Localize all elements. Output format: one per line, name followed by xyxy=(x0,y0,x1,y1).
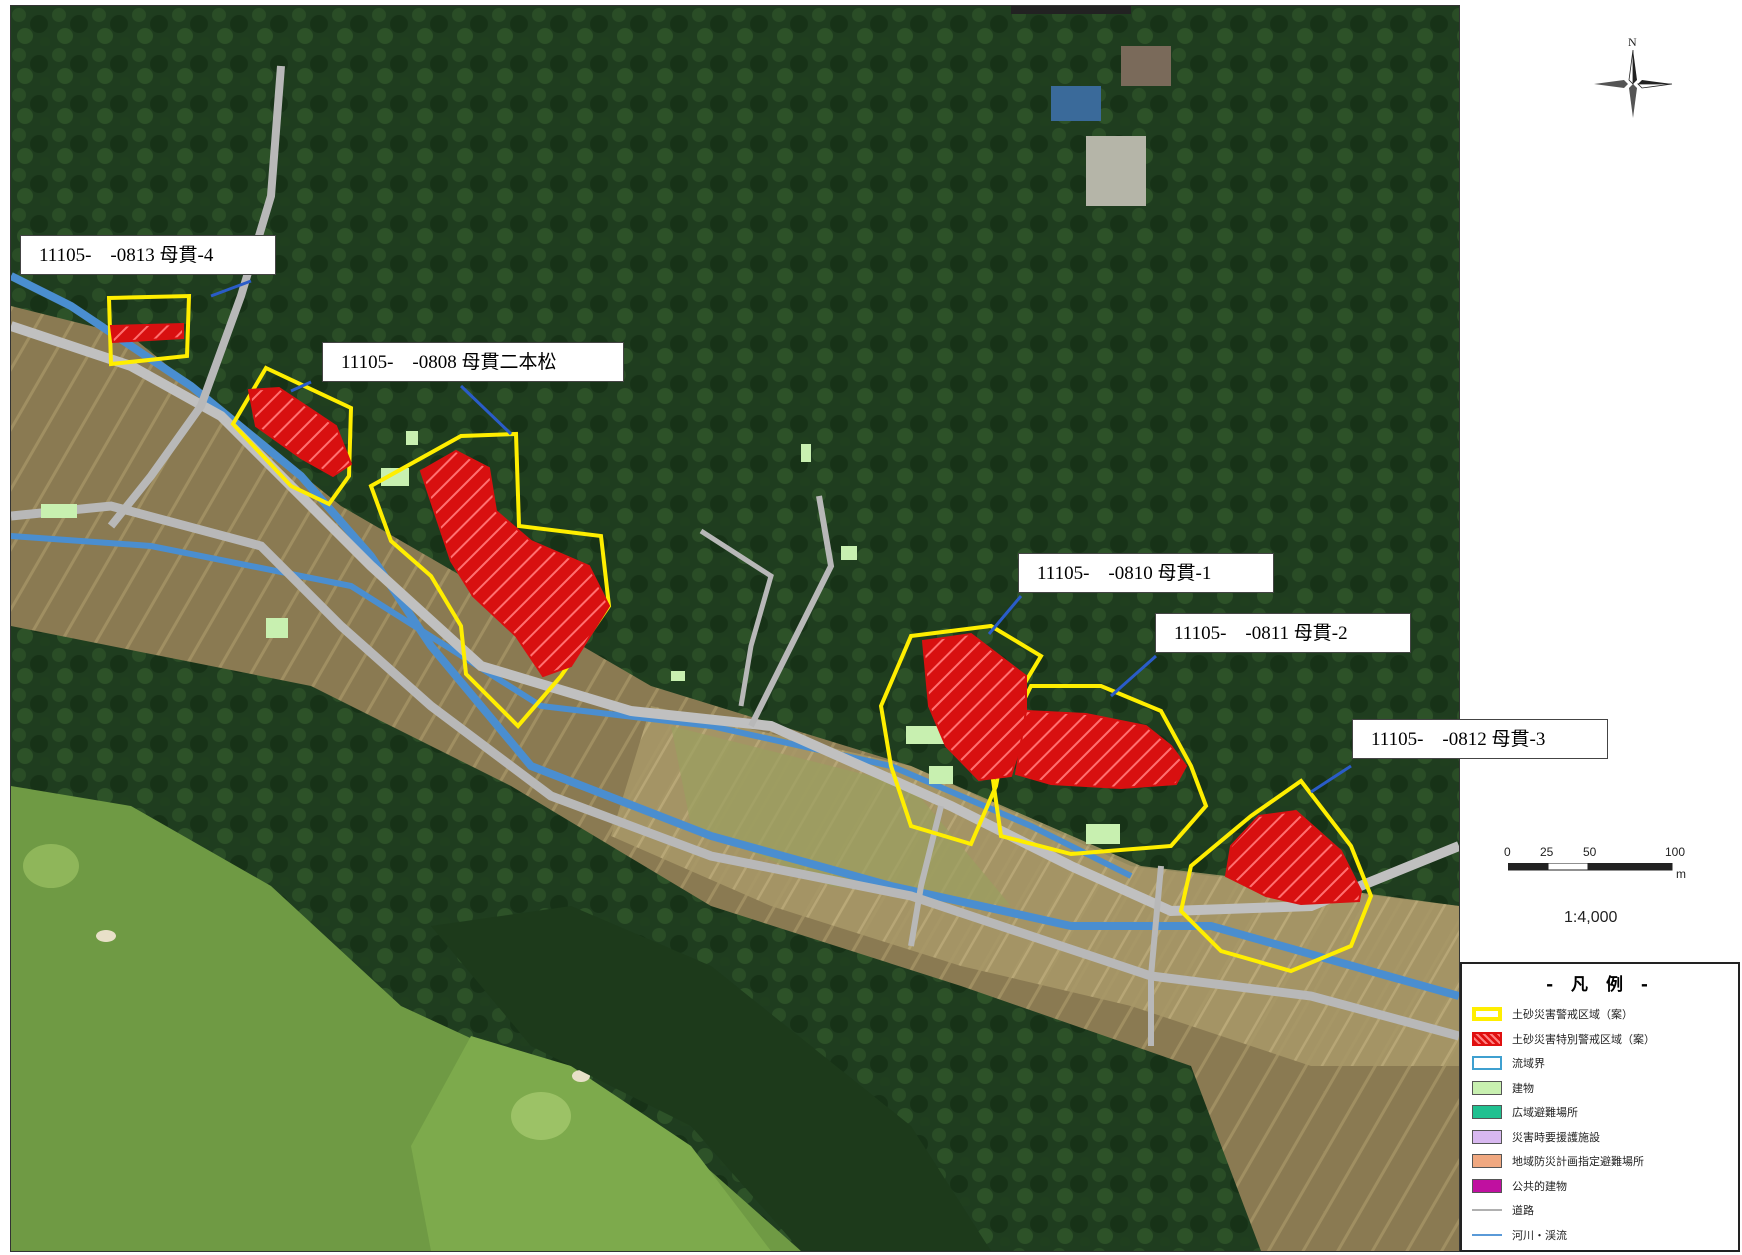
scale-tick: 100 xyxy=(1665,845,1686,859)
forest-ridge xyxy=(431,906,991,1251)
north-label: N xyxy=(1628,36,1637,49)
stream xyxy=(11,533,1133,879)
road xyxy=(748,495,835,728)
leader-line xyxy=(987,595,1023,635)
legend-item: 広域避難場所 xyxy=(1472,1102,1578,1122)
area-label-0813: 11105- -0813 母貫-4 xyxy=(20,235,276,275)
road xyxy=(1148,865,1164,1046)
building xyxy=(929,766,953,784)
scale-tick: 50 xyxy=(1583,845,1597,859)
river xyxy=(11,272,1459,1000)
legend-item: 河川・渓流 xyxy=(1472,1225,1567,1245)
legend-swatch xyxy=(1472,1233,1502,1236)
legend-swatch xyxy=(1472,1178,1502,1193)
putting-green xyxy=(511,1092,571,1140)
legend-item: 公共的建物 xyxy=(1472,1176,1567,1196)
putting-green xyxy=(23,844,79,888)
legend: - 凡 例 - 土砂災害警戒区域（案） 土砂災害特別警戒区域（案） 流域界建物広域避… xyxy=(1460,962,1740,1252)
warning-zone-0812[interactable] xyxy=(1178,778,1374,974)
legend-swatch xyxy=(1472,1031,1502,1046)
warning-zone-0808-west[interactable] xyxy=(230,365,354,507)
area-label-0810: 11105- -0810 母貫-1 xyxy=(1018,553,1274,593)
building xyxy=(801,444,811,462)
area-label-0811: 11105- -0811 母貫-2 xyxy=(1155,613,1411,653)
legend-item: 土砂災害警戒区域（案） xyxy=(1472,1004,1633,1024)
main-road xyxy=(11,321,1459,917)
building xyxy=(381,468,409,486)
legend-swatch xyxy=(1472,1056,1502,1070)
building xyxy=(1051,86,1101,121)
scale-bar: 0 25 50 100 m 1:4,000 xyxy=(1500,845,1700,935)
legend-item: 流域界 xyxy=(1472,1053,1545,1073)
leader-line xyxy=(459,384,513,436)
map-canvas xyxy=(11,6,1459,1251)
legend-label: 建物 xyxy=(1512,1081,1534,1095)
special-zone-0810[interactable] xyxy=(921,632,1027,782)
legend-item: 災害時要援護施設 xyxy=(1472,1127,1600,1147)
warning-zone-0810[interactable] xyxy=(878,623,1044,847)
building xyxy=(1121,46,1171,86)
legend-swatch xyxy=(1472,1129,1502,1144)
legend-item: 土砂災害特別警戒区域（案） xyxy=(1472,1029,1655,1049)
special-zone-0808[interactable] xyxy=(419,449,611,678)
road xyxy=(699,528,774,707)
special-zone-0808-west[interactable] xyxy=(247,386,353,478)
legend-item: 道路 xyxy=(1472,1200,1534,1220)
building xyxy=(266,618,288,638)
area-label-0808: 11105- -0808 母貫二本松 xyxy=(322,342,624,382)
scale-graphic xyxy=(1508,863,1673,871)
legend-label: 道路 xyxy=(1512,1204,1534,1217)
legend-label: 河川・渓流 xyxy=(1512,1228,1567,1242)
building xyxy=(671,671,685,681)
special-zone-0811[interactable] xyxy=(1014,709,1188,790)
scale-unit: m xyxy=(1676,867,1686,881)
golf-fairway xyxy=(411,1036,771,1251)
road xyxy=(107,65,285,529)
warning-zone-0808[interactable] xyxy=(368,431,612,729)
legend-swatch xyxy=(1472,1154,1502,1168)
special-zone-0812[interactable] xyxy=(1224,809,1363,906)
area-label-0812: 11105- -0812 母貫-3 xyxy=(1352,719,1608,759)
legend-label: 土砂災害特別警戒区域（案） xyxy=(1512,1032,1655,1046)
leader-line xyxy=(1310,764,1352,794)
leader-line xyxy=(290,380,312,393)
warning-zone-0813[interactable] xyxy=(106,293,192,367)
compass-icon: N xyxy=(1588,35,1678,126)
aerial-map[interactable] xyxy=(10,5,1460,1252)
building xyxy=(1011,6,1131,14)
building xyxy=(841,546,857,560)
legend-title: - 凡 例 - xyxy=(1546,975,1654,995)
legend-item: 地域防災計画指定避難場所 xyxy=(1472,1151,1644,1171)
legend-label: 広域避難場所 xyxy=(1512,1106,1578,1119)
legend-label: 公共的建物 xyxy=(1512,1179,1567,1193)
legend-label: 災害時要援護施設 xyxy=(1512,1130,1600,1144)
building xyxy=(406,431,418,445)
road xyxy=(11,501,1459,1041)
legend-label: 流域界 xyxy=(1512,1057,1545,1070)
leader-line xyxy=(1110,654,1157,698)
warning-zone-0811[interactable] xyxy=(988,684,1209,857)
scale-ratio: 1:4,000 xyxy=(1564,909,1618,926)
legend-swatch xyxy=(1472,1080,1502,1095)
legend-item: 建物 xyxy=(1472,1078,1534,1098)
legend-swatch xyxy=(1472,1209,1502,1211)
building xyxy=(906,726,946,744)
scale-tick: 25 xyxy=(1540,845,1554,859)
scale-tick: 0 xyxy=(1504,845,1511,859)
legend-label: 土砂災害警戒区域（案） xyxy=(1512,1008,1633,1021)
legend-label: 地域防災計画指定避難場所 xyxy=(1512,1155,1644,1168)
sand-bunker xyxy=(96,930,116,942)
building xyxy=(1086,824,1120,844)
building xyxy=(1086,136,1146,206)
special-zone-0813[interactable] xyxy=(109,322,184,344)
legend-swatch xyxy=(1472,1105,1502,1119)
leader-line xyxy=(210,279,252,298)
legend-swatch xyxy=(1472,1007,1502,1021)
building xyxy=(41,504,77,518)
